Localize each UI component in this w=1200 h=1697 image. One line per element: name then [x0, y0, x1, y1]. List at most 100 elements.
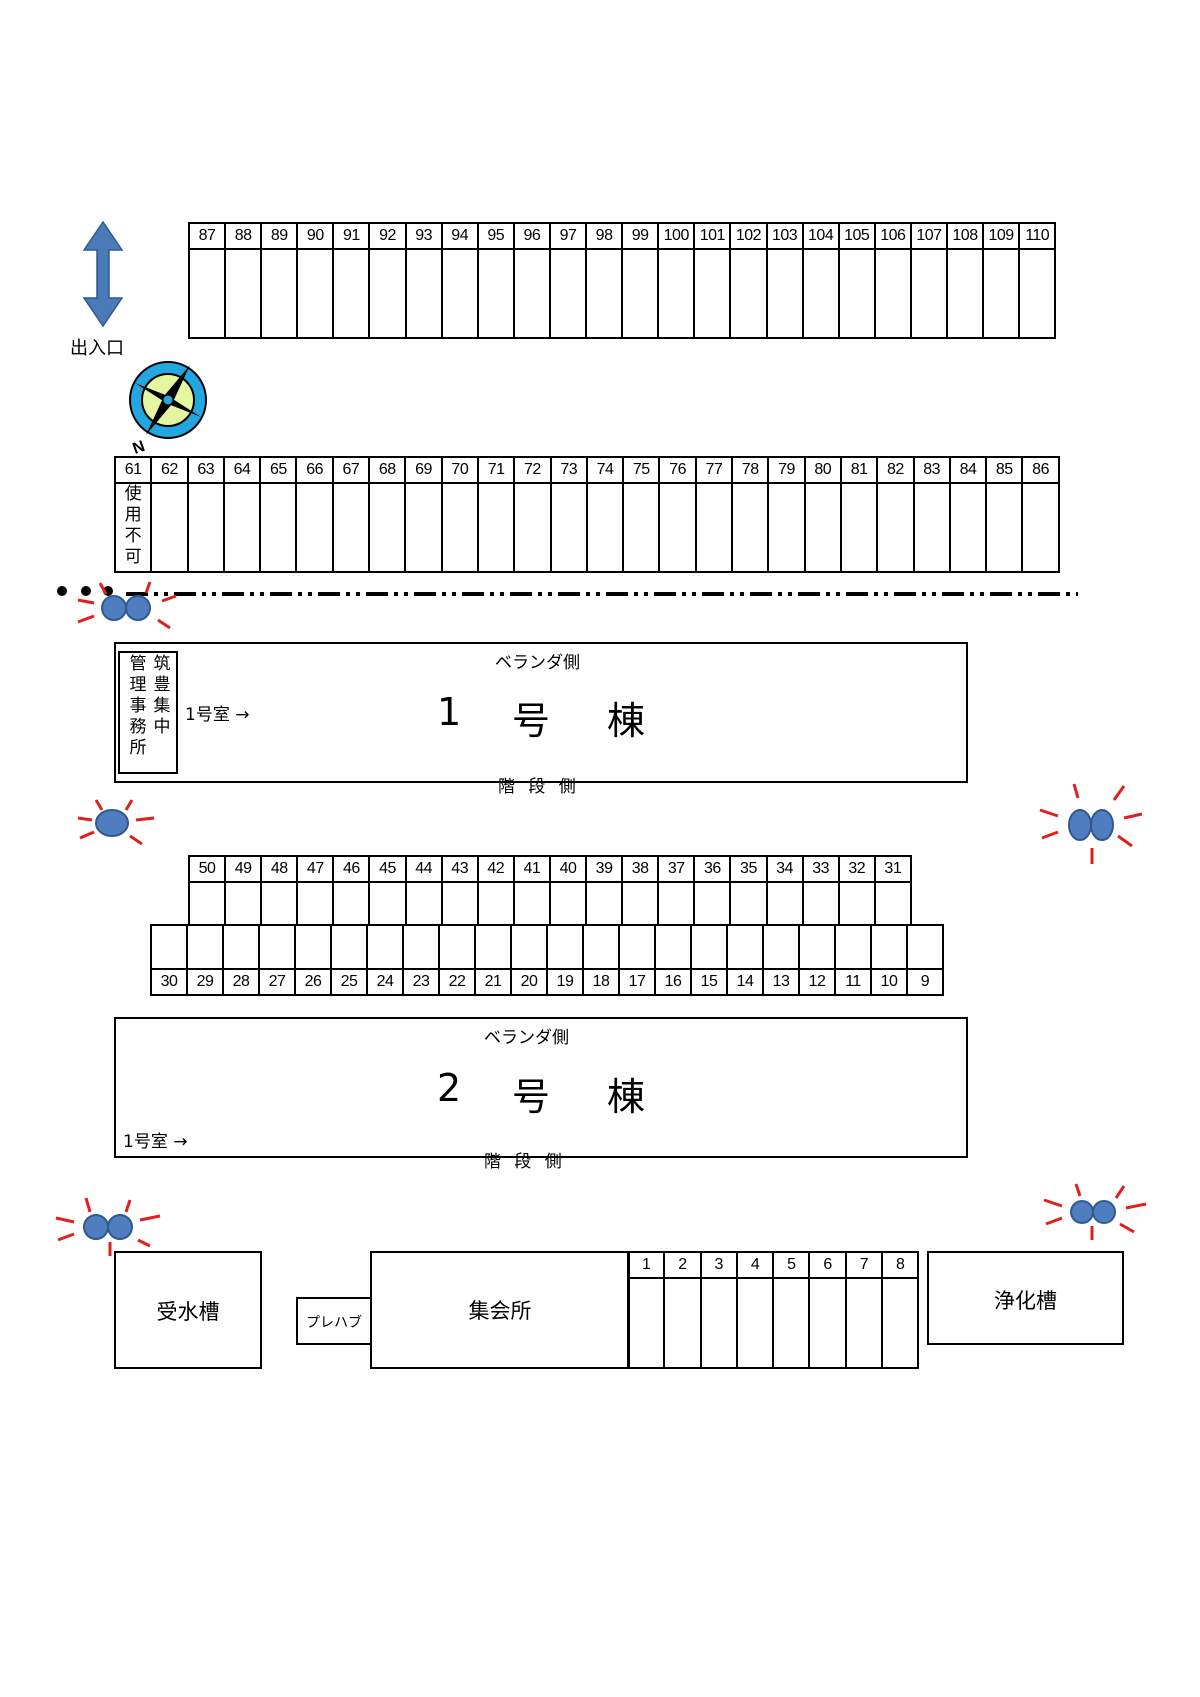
stall-number: 1: [629, 1253, 664, 1279]
parking-stall: 98: [585, 222, 624, 339]
building1-stairs: 階 段 側: [498, 777, 580, 797]
stall-number: 13: [764, 968, 798, 994]
meeting-hall: [370, 1251, 630, 1369]
stall-number: 84: [950, 458, 986, 484]
stall-number: 103: [767, 224, 802, 250]
parking-stall: 109: [982, 222, 1021, 339]
parking-stall: 10: [870, 924, 908, 996]
stall-number: 40: [550, 857, 586, 883]
stall-number: 46: [334, 857, 369, 883]
parking-stall: 24: [366, 924, 404, 996]
parking-stall: 70: [440, 456, 479, 573]
parking-stall: 87: [188, 222, 227, 339]
stall-number: 49: [226, 857, 261, 883]
stall-number: 73: [551, 458, 586, 484]
stall-number: 6: [810, 1253, 845, 1279]
parking-stall: 106: [873, 222, 912, 339]
stall-number: 9: [908, 968, 942, 994]
entrance-arrow-icon: [82, 220, 124, 328]
parking-stall: 46: [332, 855, 371, 926]
stall-number: 79: [769, 458, 804, 484]
parking-stall: 33: [801, 855, 840, 926]
parking-stall: 73: [549, 456, 588, 573]
stall-number: 38: [623, 857, 658, 883]
parking-stall: 4: [735, 1251, 775, 1369]
stall-number: 86: [1023, 458, 1058, 484]
meeting-hall-label: 集会所: [468, 1299, 532, 1323]
parking-stall: 19: [546, 924, 584, 996]
building2-title-to: 棟: [607, 1075, 646, 1119]
boundary-line: [57, 586, 1078, 596]
septic-tank: [927, 1251, 1124, 1345]
stall-number: 7: [846, 1253, 882, 1279]
parking-stall: 64: [222, 456, 262, 573]
management-office: [118, 651, 178, 774]
parking-stall: 110: [1018, 222, 1057, 339]
parking-stall: 18: [582, 924, 620, 996]
parking-stall: 105: [837, 222, 876, 339]
parking-stall: 107: [909, 222, 948, 339]
parking-stall: 82: [876, 456, 915, 573]
parking-stall: 49: [224, 855, 263, 926]
building2-room-label: 1号室 →: [123, 1132, 188, 1152]
parking-stall: 65: [259, 456, 298, 573]
stall-number: 75: [624, 458, 659, 484]
parking-stall: 36: [693, 855, 732, 926]
stall-number: 27: [260, 968, 294, 994]
parking-stall: 45: [368, 855, 407, 926]
parking-stall: 1: [627, 1251, 666, 1369]
parking-stall: 90: [296, 222, 335, 339]
stall-number: 101: [695, 224, 730, 250]
stall-number: 50: [190, 857, 225, 883]
stall-number: 110: [1020, 224, 1055, 250]
parking-stall: 41: [512, 855, 551, 926]
parking-stall: 69: [404, 456, 443, 573]
stall-number: 33: [803, 857, 838, 883]
parking-stall: 84: [948, 456, 988, 573]
building1-room-label: 1号室 →: [185, 705, 250, 725]
prefab-label: プレハブ: [306, 1315, 362, 1331]
stall-number: 12: [800, 968, 834, 994]
building2-stairs: 階 段 側: [484, 1152, 566, 1172]
stall-number: 39: [587, 857, 622, 883]
parking-stall: 104: [801, 222, 840, 339]
parking-stall: 20: [510, 924, 548, 996]
camera-icon-3: [1039, 783, 1143, 864]
stall-number: 71: [478, 458, 514, 484]
parking-stall: 76: [658, 456, 697, 573]
stall-number: 109: [984, 224, 1019, 250]
compass-icon: N: [129, 361, 207, 458]
stall-number: 90: [298, 224, 333, 250]
parking-stall: 40: [548, 855, 588, 926]
parking-stall: 29: [186, 924, 224, 996]
parking-stall: 66: [295, 456, 334, 573]
parking-stall: 86: [1021, 456, 1060, 573]
parking-stall: 97: [548, 222, 588, 339]
building2-title-num: 2: [437, 1066, 462, 1110]
prefab: [296, 1297, 372, 1345]
stall-number: 3: [701, 1253, 736, 1279]
parking-stall: 16: [654, 924, 692, 996]
stall-number: 35: [731, 857, 766, 883]
stall-number: 76: [660, 458, 695, 484]
parking-stall: 62: [150, 456, 189, 573]
parking-stall: 101: [693, 222, 732, 339]
parking-stall: 35: [729, 855, 768, 926]
stall-number: 62: [152, 458, 187, 484]
parking-stall: 43: [440, 855, 479, 926]
stall-number: 20: [512, 968, 546, 994]
stall-number: 100: [659, 224, 694, 250]
parking-stall: 42: [476, 855, 515, 926]
parking-stall: 23: [402, 924, 440, 996]
camera-icon-1: [77, 581, 177, 630]
parking-stall: 102: [729, 222, 768, 339]
stall-number: 26: [296, 968, 330, 994]
svg-text:N: N: [131, 438, 148, 458]
stall-number: 16: [656, 968, 690, 994]
stall-number: 83: [914, 458, 949, 484]
stall-number: 70: [442, 458, 477, 484]
stall-number: 108: [947, 224, 983, 250]
